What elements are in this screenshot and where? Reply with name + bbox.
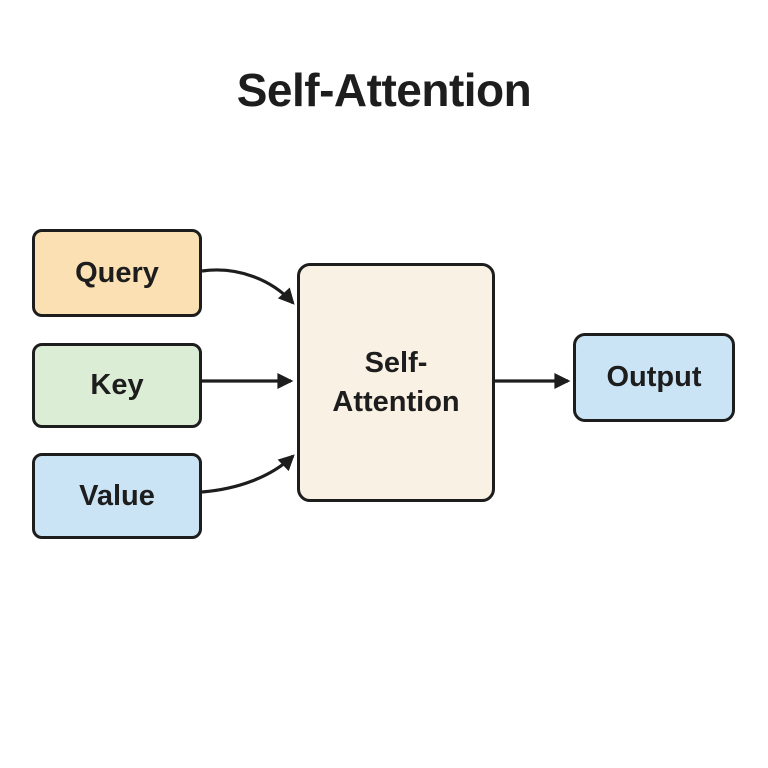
node-key-label: Key bbox=[90, 369, 144, 401]
node-output-label: Output bbox=[606, 361, 702, 393]
node-output: Output bbox=[573, 333, 735, 422]
node-self-attention: Self-Attention bbox=[297, 263, 495, 502]
node-key: Key bbox=[32, 343, 202, 428]
node-value: Value bbox=[32, 453, 202, 539]
node-query: Query bbox=[32, 229, 202, 317]
node-query-label: Query bbox=[75, 256, 159, 289]
arrow-value-to-attention bbox=[201, 454, 295, 494]
diagram-title: Self-Attention bbox=[236, 64, 532, 116]
node-value-label: Value bbox=[79, 479, 155, 512]
node-self-attention-label: Self-Attention bbox=[332, 347, 460, 418]
arrow-query-to-attention bbox=[201, 268, 295, 305]
